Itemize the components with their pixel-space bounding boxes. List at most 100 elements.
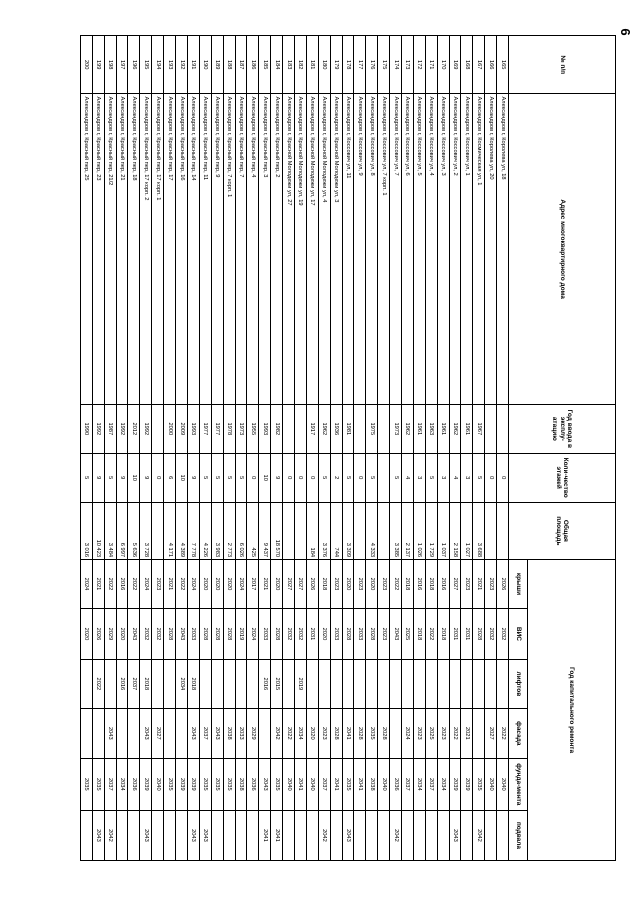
basement-year-cell [116, 810, 128, 861]
row-number: 185 [258, 35, 271, 94]
lift-year-cell [199, 659, 212, 709]
foundation-year-cell: 2037 [425, 758, 438, 811]
roof-year-cell: 2027 [294, 559, 307, 609]
facade-year-cell: 2028 [353, 708, 366, 759]
lift-year-cell [282, 659, 295, 709]
facade-year-cell: 2024 [401, 708, 414, 759]
vis-year-cell: 2026 [92, 608, 105, 660]
basement-year-cell [163, 810, 176, 861]
basement-year-cell [294, 810, 307, 861]
vis-year-cell: 2028 [211, 608, 224, 660]
floors-cell: 0 [246, 453, 259, 503]
vis-year-cell: 2032 [484, 608, 497, 660]
foundation-year-cell: 2039 [187, 758, 200, 811]
address-cell: Александров г, Красный пер, 3 [258, 93, 271, 405]
floors-cell: 3 [437, 453, 450, 503]
lift-year-cell [151, 659, 164, 709]
year-built-cell: 1987 [104, 404, 117, 454]
address-cell: Александров г, Красный пер, 9 [211, 93, 224, 405]
vis-year-cell: 2032 [496, 608, 509, 660]
year-built-cell: 1992 [139, 404, 152, 454]
roof-year-cell: 2021 [92, 559, 105, 609]
row-number: 197 [116, 35, 128, 94]
area-cell: 1 037 [437, 502, 450, 560]
floors-cell: 4 [401, 453, 414, 503]
header-basement: подвала [508, 810, 528, 861]
lift-year-cell [472, 659, 485, 709]
row-number: 196 [128, 35, 140, 94]
row-number: 192 [175, 35, 188, 94]
roof-year-cell: 2020 [199, 559, 212, 609]
foundation-year-cell: 2040 [151, 758, 164, 811]
address-cell: Александров г, Королева ул, 20 [484, 93, 497, 405]
floors-cell: 6 [163, 453, 176, 503]
lift-year-cell: 2034 [175, 659, 188, 709]
area-cell: 2 158 [449, 502, 461, 560]
year-built-cell: 1961 [437, 404, 450, 454]
area-cell: 3 385 [389, 502, 402, 560]
address-cell: Александров г, Коссович ул, 6 [401, 93, 414, 405]
address-cell: Александров г, Коссович ул, 4 [425, 93, 438, 405]
year-built-cell: 2012 [128, 404, 140, 454]
facade-year-cell: 2028 [377, 708, 390, 759]
area-cell: 5 636 [128, 502, 140, 560]
roof-year-cell: 2020 [342, 559, 354, 609]
lift-year-cell: 2022 [92, 659, 105, 709]
facade-year-cell: 2023 [318, 708, 331, 759]
floors-cell: 9 [187, 453, 200, 503]
row-number: 182 [294, 35, 307, 94]
row-number: 178 [342, 35, 354, 94]
basement-year-cell [437, 810, 450, 861]
area-cell: 3 309 [342, 502, 354, 560]
foundation-year-cell: 2035 [223, 758, 236, 811]
facade-year-cell [80, 708, 93, 759]
year-built-cell [377, 404, 390, 454]
floors-cell: 10 [175, 453, 188, 503]
basement-year-cell [330, 810, 343, 861]
area-cell: 4 171 [163, 502, 176, 560]
year-built-cell: 1955 [246, 404, 259, 454]
row-number: 170 [437, 35, 450, 94]
floors-cell: 5 [472, 453, 485, 503]
facade-year-cell: 2042 [270, 708, 283, 759]
foundation-year-cell: 2041 [353, 758, 366, 811]
roof-year-cell: 2020 [211, 559, 224, 609]
lift-year-cell [342, 659, 354, 709]
roof-year-cell: 2017 [246, 559, 259, 609]
foundation-year-cell: 2040 [282, 758, 295, 811]
facade-year-cell: 2043 [104, 708, 117, 759]
area-cell: 3 728 [139, 502, 152, 560]
row-number: 190 [199, 35, 212, 94]
foundation-year-cell: 2034 [437, 758, 450, 811]
year-built-cell: 1992 [92, 404, 105, 454]
vis-year-cell: 2025 [401, 608, 414, 660]
roof-year-cell: 2027 [449, 559, 461, 609]
lift-year-cell [104, 659, 117, 709]
basement-year-cell: 2043 [342, 810, 354, 861]
address-cell: Александров г, Красный пер, 21/2 [104, 93, 117, 405]
foundation-year-cell: 2035 [211, 758, 224, 811]
vis-year-cell: 2043 [389, 608, 402, 660]
address-cell: Александров г, Космическая ул, 1 [472, 93, 485, 405]
vis-year-cell: 2032 [294, 608, 307, 660]
year-built-cell: 2000 [163, 404, 176, 454]
area-cell: 184 [306, 502, 319, 560]
basement-year-cell [80, 810, 93, 861]
roof-year-cell: 2022 [104, 559, 117, 609]
roof-year-cell: 2023 [353, 559, 366, 609]
foundation-year-cell: 2035 [472, 758, 485, 811]
basement-year-cell [365, 810, 378, 861]
address-cell: Александров г, Красной Молодежи ул, 17 [306, 93, 319, 405]
address-cell: Александров г, Коссович ул, 11 [342, 93, 354, 405]
lift-year-cell [353, 659, 366, 709]
foundation-year-cell: 2040 [496, 758, 509, 811]
floors-cell: 5 [365, 453, 378, 503]
floors-cell: 9 [116, 453, 128, 503]
vis-year-cell: 2018 [413, 608, 426, 660]
